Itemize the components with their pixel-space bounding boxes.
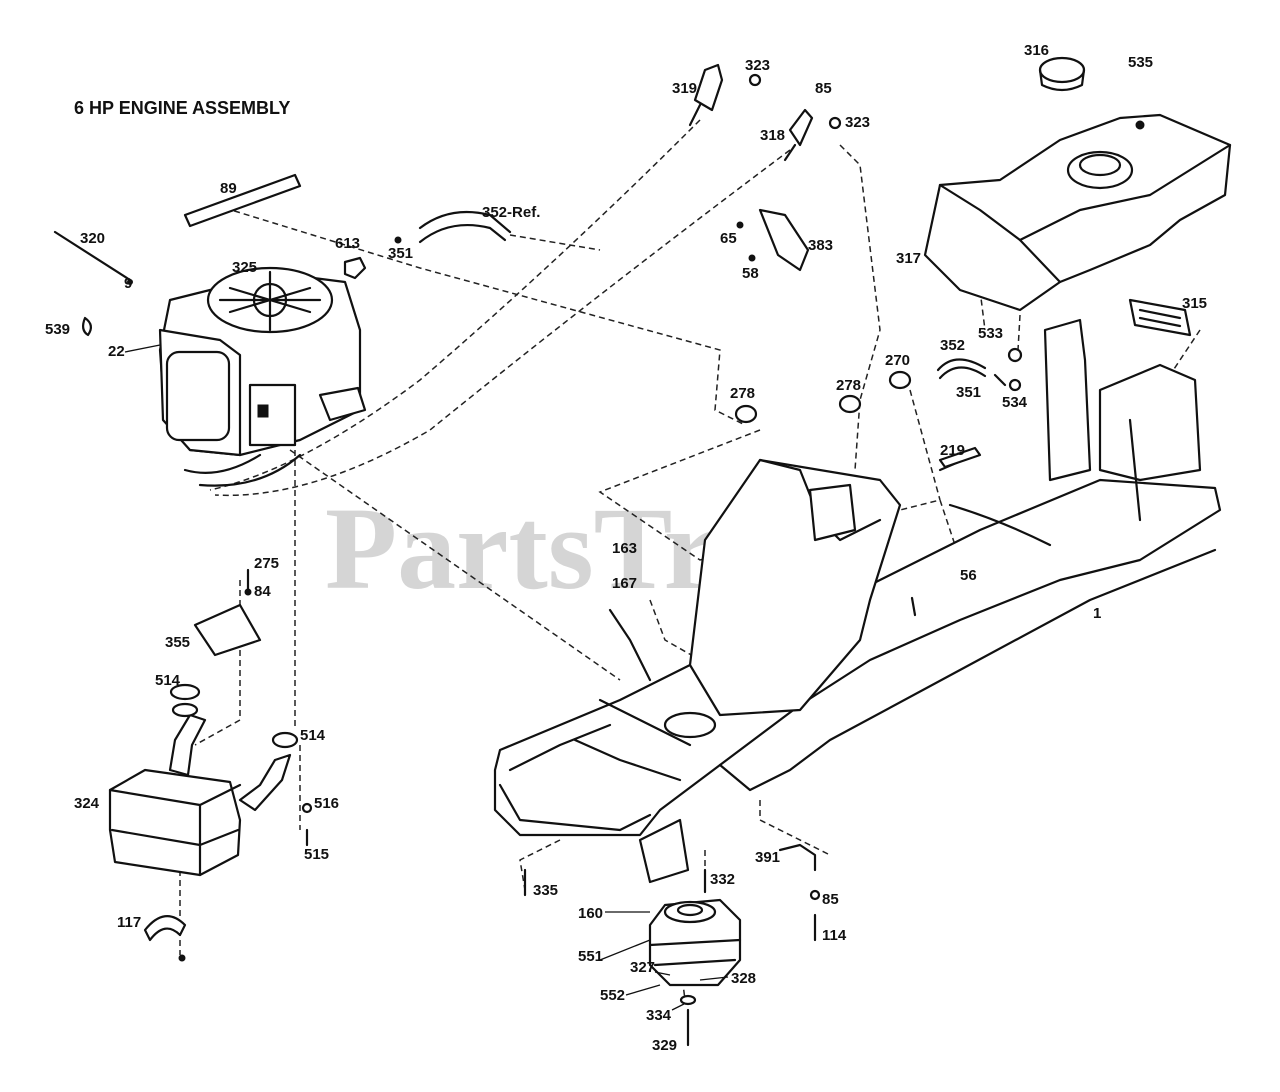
callout-514-left: 514 — [155, 672, 181, 689]
callout-533: 533 — [978, 325, 1003, 342]
callout-551: 551 — [578, 948, 603, 965]
callout-539: 539 — [45, 321, 70, 338]
muffler-assembly — [108, 568, 313, 962]
engine-assembly — [158, 266, 367, 487]
callout-352: 352 — [940, 337, 965, 354]
callout-325: 325 — [232, 259, 257, 276]
callout-323-top: 323 — [745, 57, 770, 74]
callout-160: 160 — [578, 905, 603, 922]
callout-84: 84 — [254, 583, 271, 600]
fuel-tank — [734, 56, 1232, 472]
callout-351: 351 — [956, 384, 981, 401]
callout-219: 219 — [940, 442, 965, 459]
callout-355: 355 — [165, 634, 190, 651]
callout-351-top: 351 — [388, 245, 413, 262]
throttle-brackets — [688, 63, 842, 272]
upper-left-parts — [53, 173, 512, 337]
callout-1: 1 — [1093, 605, 1101, 622]
callout-334: 334 — [646, 1007, 672, 1024]
clutch-assembly — [523, 843, 821, 1047]
callout-278-left: 278 — [730, 385, 755, 402]
callout-318: 318 — [760, 127, 785, 144]
callout-163: 163 — [612, 540, 637, 557]
callout-332: 332 — [710, 871, 735, 888]
callouts: 89 320 9 539 22 325 613 351 352-Ref. 319… — [45, 42, 1207, 1054]
callout-117: 117 — [117, 914, 141, 931]
dashed-reference-lines — [179, 119, 1201, 1001]
callout-552: 552 — [600, 987, 625, 1004]
callout-535: 535 — [1128, 54, 1153, 71]
callout-58: 58 — [742, 265, 759, 282]
callout-352-ref: 352-Ref. — [482, 204, 540, 221]
callout-613: 613 — [335, 235, 360, 252]
callout-329: 329 — [652, 1037, 677, 1054]
callout-316: 316 — [1024, 42, 1049, 59]
diagram-title: 6 HP ENGINE ASSEMBLY — [74, 98, 290, 118]
callout-327: 327 — [630, 959, 655, 976]
callout-278-right: 278 — [836, 377, 861, 394]
callout-328: 328 — [731, 970, 756, 987]
callout-324: 324 — [74, 795, 100, 812]
callout-514-right: 514 — [300, 727, 326, 744]
callout-515: 515 — [304, 846, 329, 863]
callout-22: 22 — [108, 343, 125, 360]
callout-275: 275 — [254, 555, 279, 572]
callout-335: 335 — [533, 882, 558, 899]
callout-383: 383 — [808, 237, 833, 254]
callout-89: 89 — [220, 180, 237, 197]
callout-323-mid: 323 — [845, 114, 870, 131]
leader-lines — [124, 344, 729, 1011]
callout-534: 534 — [1002, 394, 1028, 411]
callout-317: 317 — [896, 250, 921, 267]
mower-frame — [493, 318, 1222, 884]
callout-391: 391 — [755, 849, 780, 866]
callout-315: 315 — [1182, 295, 1207, 312]
callout-320: 320 — [80, 230, 105, 247]
callout-9: 9 — [124, 275, 132, 292]
callout-319: 319 — [672, 80, 697, 97]
callout-167: 167 — [612, 575, 637, 592]
callout-516: 516 — [314, 795, 339, 812]
callout-85-bottom: 85 — [822, 891, 839, 908]
callout-85-top: 85 — [815, 80, 832, 97]
callout-114: 114 — [822, 927, 847, 944]
callout-56: 56 — [960, 567, 977, 584]
callout-65: 65 — [720, 230, 737, 247]
callout-270: 270 — [885, 352, 910, 369]
